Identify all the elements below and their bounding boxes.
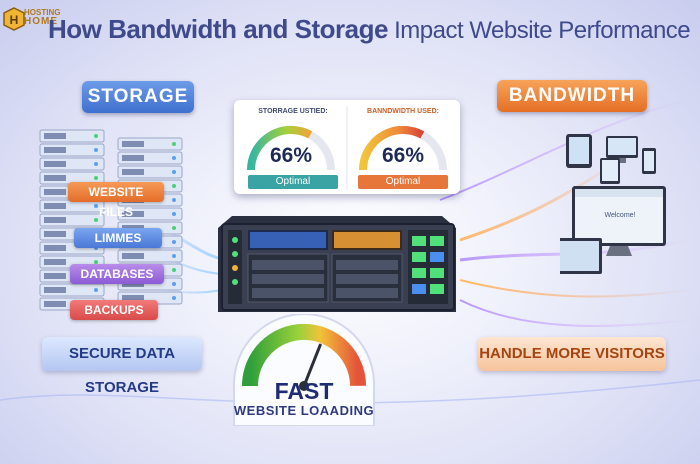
storage-meter-value: 66% (269, 144, 313, 167)
svg-text:H: H (10, 13, 19, 27)
tag-databases: DATABASES (70, 264, 164, 284)
bandwidth-meter-value: 66% (381, 144, 425, 167)
fast-headline: FAST (274, 378, 334, 404)
title-rest: Impact Website Performance (387, 17, 691, 44)
storage-racks-icon (39, 129, 183, 311)
secure-data-storage-banner: SECURE DATA STORAGE (42, 337, 202, 396)
handle-more-visitors-banner: HANDLE MORE VISITORS (478, 337, 666, 371)
meter-arcs (246, 106, 447, 190)
server-unit-icon (218, 216, 456, 312)
logo-wordmark: HOSTING HOME (24, 8, 61, 27)
logo-line1: HOSTING (24, 8, 61, 17)
website-loading-subline: WEBSITE LOAADING (233, 403, 375, 418)
usage-meters-panel: STORRAGE USTIED: BANNDWIDTH USED: 66% 66… (234, 100, 460, 194)
page-title: How Bandwidth and Storage Impact Website… (48, 14, 691, 54)
devices-icon (560, 134, 666, 274)
storage-meter-status: Optimal (248, 175, 338, 189)
storage-meter-arc (246, 125, 313, 171)
bandwidth-meter-title: BANNDWIDTH USED: (367, 108, 439, 115)
logo-line2: HOME (24, 16, 58, 27)
screen-welcome-text: Welcome! (604, 212, 636, 219)
bandwidth-label: BANDWIDTH (497, 80, 647, 112)
bandwidth-meter-arc (358, 125, 425, 171)
hosting-home-logo-icon: H (3, 7, 25, 31)
tag-backups: BACKUPS (70, 300, 158, 320)
speed-gauge-icon (233, 314, 375, 426)
storage-label: STORAGE (82, 81, 194, 113)
storage-meter-title: STORRAGE USTIED: (258, 108, 328, 115)
bandwidth-meter-status: Optimal (358, 175, 448, 189)
title-bold: How Bandwidth and Storage (48, 14, 388, 44)
tag-website-files: WEBSITE FILES (68, 182, 164, 219)
tag-limmes: LIMMES (74, 228, 162, 248)
